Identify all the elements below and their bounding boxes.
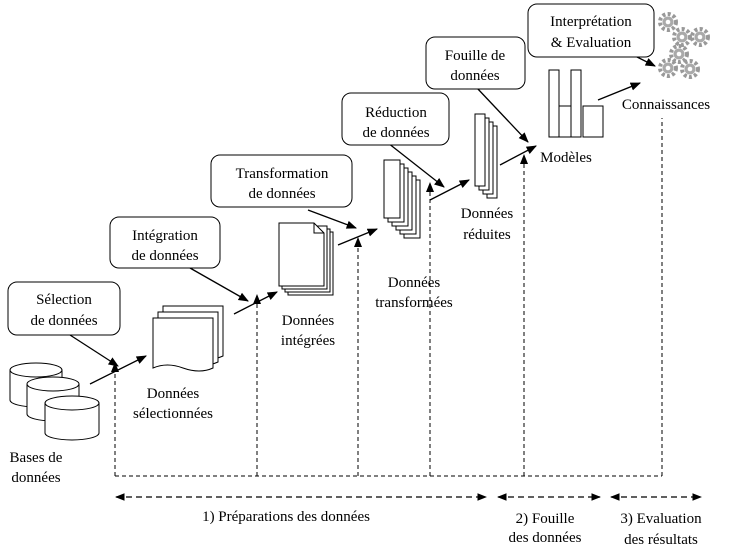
- phase-fouille-line2: des données: [509, 530, 582, 546]
- flow-arrows: [89, 82, 641, 385]
- step-fouille-box: Fouille de données: [425, 36, 526, 90]
- label-transformees-line2: transformées: [375, 295, 453, 311]
- phase-evaluation-line1: 3) Evaluation: [620, 511, 702, 527]
- step-transformation-line2: de données: [248, 186, 315, 202]
- step-interpretation-line1: Interprétation: [550, 14, 632, 30]
- step-fouille-line1: Fouille de: [445, 48, 506, 64]
- step-reduction-line1: Réduction: [365, 105, 427, 121]
- label-integrees-line2: intégrées: [281, 333, 335, 349]
- phase-fouille-line1: 2) Fouille: [516, 511, 575, 527]
- label-selectionnees-line1: Données: [147, 386, 200, 402]
- gear-icon: [658, 12, 710, 79]
- step-selection-box: Sélection de données: [7, 281, 121, 336]
- label-reduites-line2: réduites: [463, 227, 511, 243]
- label-modeles: Modèles: [540, 150, 592, 166]
- label-connaissances: Connaissances: [622, 97, 710, 113]
- step-selection-line1: Sélection: [36, 292, 92, 308]
- documents-icon-transformed: [383, 159, 421, 239]
- label-selectionnees-line2: sélectionnées: [133, 406, 213, 422]
- dashed-guides: [114, 118, 663, 477]
- step-integration-line1: Intégration: [132, 228, 198, 244]
- step-interpretation-line2: & Evaluation: [551, 35, 632, 51]
- step-connectors: [69, 55, 656, 367]
- label-reduites-line1: Données: [461, 206, 514, 222]
- documents-icon-reduced: [474, 113, 498, 199]
- label-integrees-line1: Données: [282, 313, 335, 329]
- phase-evaluation-line2: des résultats: [624, 532, 698, 548]
- database-icon: [9, 362, 100, 441]
- label-bases-line1: Bases de: [10, 450, 63, 466]
- documents-icon-selected: [152, 305, 224, 372]
- step-transformation-line1: Transformation: [236, 166, 329, 182]
- label-bases-line2: données: [11, 470, 60, 486]
- step-fouille-line2: données: [450, 68, 499, 84]
- phase-preparation-label: 1) Préparations des données: [202, 509, 370, 525]
- step-interpretation-box: Interprétation & Evaluation: [527, 3, 655, 58]
- step-integration-box: Intégration de données: [109, 216, 221, 269]
- step-integration-line2: de données: [131, 248, 198, 264]
- label-transformees-line1: Données: [388, 275, 441, 291]
- step-reduction-box: Réduction de données: [341, 92, 450, 146]
- dashed-arrowheads: [111, 154, 528, 372]
- bar-chart-icon: [548, 69, 604, 138]
- documents-icon-integrated: [278, 222, 334, 296]
- step-reduction-line2: de données: [362, 125, 429, 141]
- step-transformation-box: Transformation de données: [210, 154, 353, 208]
- step-selection-line2: de données: [30, 313, 97, 329]
